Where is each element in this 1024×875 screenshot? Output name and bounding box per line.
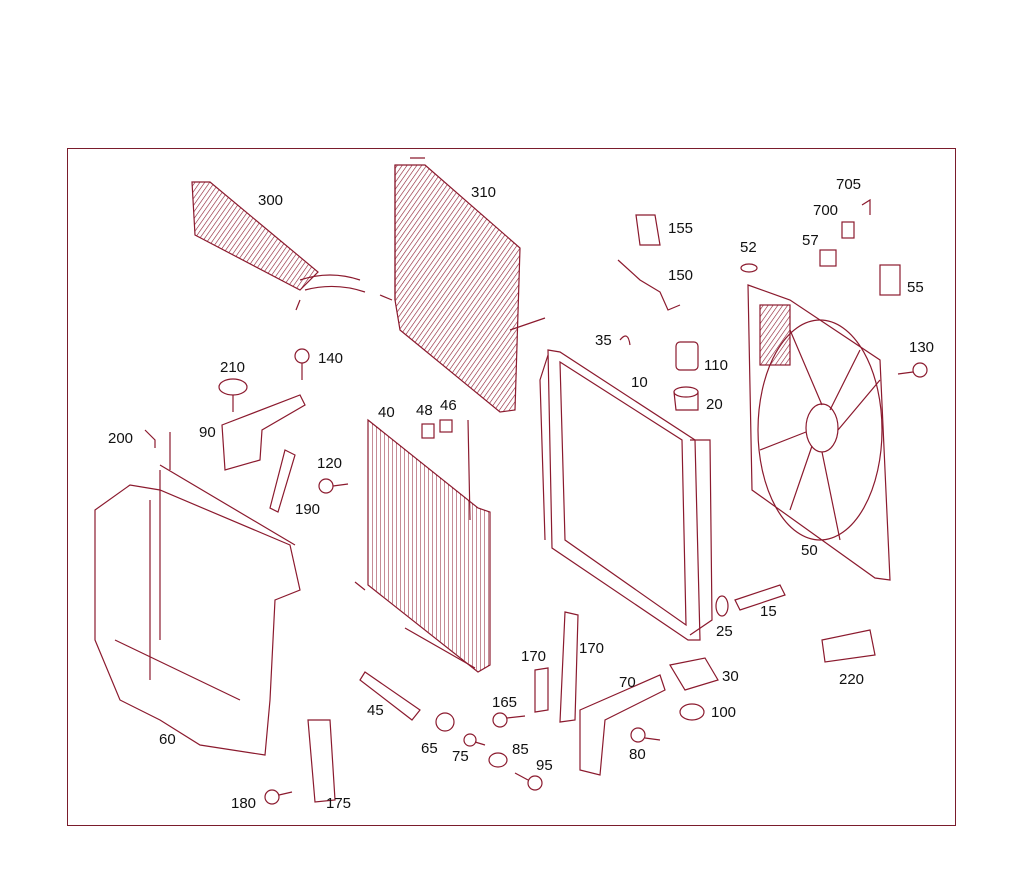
callout-80: 80 [629,746,646,763]
callout-10: 10 [631,374,648,391]
callout-30: 30 [722,668,739,685]
cap-110 [675,341,699,371]
callout-705: 705 [836,176,862,193]
screw-95 [514,772,543,791]
screw-165 [492,712,526,728]
callout-700: 700 [813,202,839,219]
condenser-310 [379,157,546,413]
callout-190: 190 [295,501,321,518]
seal-20 [673,386,699,411]
callout-175: 175 [326,795,352,812]
callout-85: 85 [512,741,529,758]
callout-150: 150 [668,267,694,284]
seal-25 [715,595,729,617]
callout-50: 50 [801,542,818,559]
callout-200: 200 [108,430,134,447]
callout-300: 300 [258,192,284,209]
callout-310: 310 [471,184,497,201]
diagram-frame [67,148,956,826]
clip-200 [144,429,171,470]
bush-100 [679,703,705,721]
callout-165: 165 [492,694,518,711]
callout-55: 55 [907,279,924,296]
callout-40: 40 [378,404,395,421]
fitting-15 [734,584,786,611]
cap-48 [421,423,435,439]
callout-100: 100 [711,704,737,721]
callout-20: 20 [706,396,723,413]
callout-70: 70 [619,674,636,691]
bracket-170-b [559,611,579,723]
callout-140: 140 [318,350,344,367]
callout-52: 52 [740,239,757,256]
callout-170-a: 170 [521,648,547,665]
callout-35: 35 [595,332,612,349]
bracket-90 [221,394,306,471]
clip-210 [218,378,248,412]
bracket-175 [307,719,336,803]
callout-130: 130 [909,339,935,356]
sensor-150 [617,259,681,311]
callout-180: 180 [231,795,257,812]
clip-35 [619,335,631,346]
connector-700 [841,221,855,239]
callout-45: 45 [367,702,384,719]
callout-110: 110 [704,357,728,374]
callout-90: 90 [199,424,216,441]
callout-170-b: 170 [579,640,605,657]
clip-80 [630,727,661,743]
callout-220: 220 [839,671,865,688]
screw-130 [897,362,928,378]
cap-65 [435,712,455,732]
fan-shroud-50 [747,284,891,581]
bracket-170-a [534,667,549,713]
bracket-220 [821,629,876,663]
connector-705 [861,198,871,215]
callout-60: 60 [159,731,176,748]
callout-155: 155 [668,220,694,237]
bracket-190 [269,449,296,513]
mount-30 [669,657,719,691]
screw-180 [264,789,293,805]
callout-120: 120 [317,455,343,472]
screw-140 [294,348,310,380]
callout-210: 210 [220,359,246,376]
clip-155 [635,214,661,246]
air-duct-60 [94,464,301,756]
bracket-55 [879,264,901,296]
callout-65: 65 [421,740,438,757]
screw-75 [463,733,486,747]
bracket-70 [579,674,666,776]
radiator-10 [539,349,713,641]
oil-cooler-300 [191,181,366,311]
callout-25: 25 [716,623,733,640]
screw-120 [318,478,349,494]
callout-57: 57 [802,232,819,249]
callout-46: 46 [440,397,457,414]
callout-48: 48 [416,402,433,419]
drier-45 [359,671,421,721]
plug-46 [439,419,453,433]
washer-85 [488,752,508,768]
callout-75: 75 [452,748,469,765]
relay-57 [819,249,837,267]
condenser-40 [354,418,491,673]
callout-95: 95 [536,757,553,774]
grommet-52 [740,263,758,273]
callout-15: 15 [760,603,777,620]
